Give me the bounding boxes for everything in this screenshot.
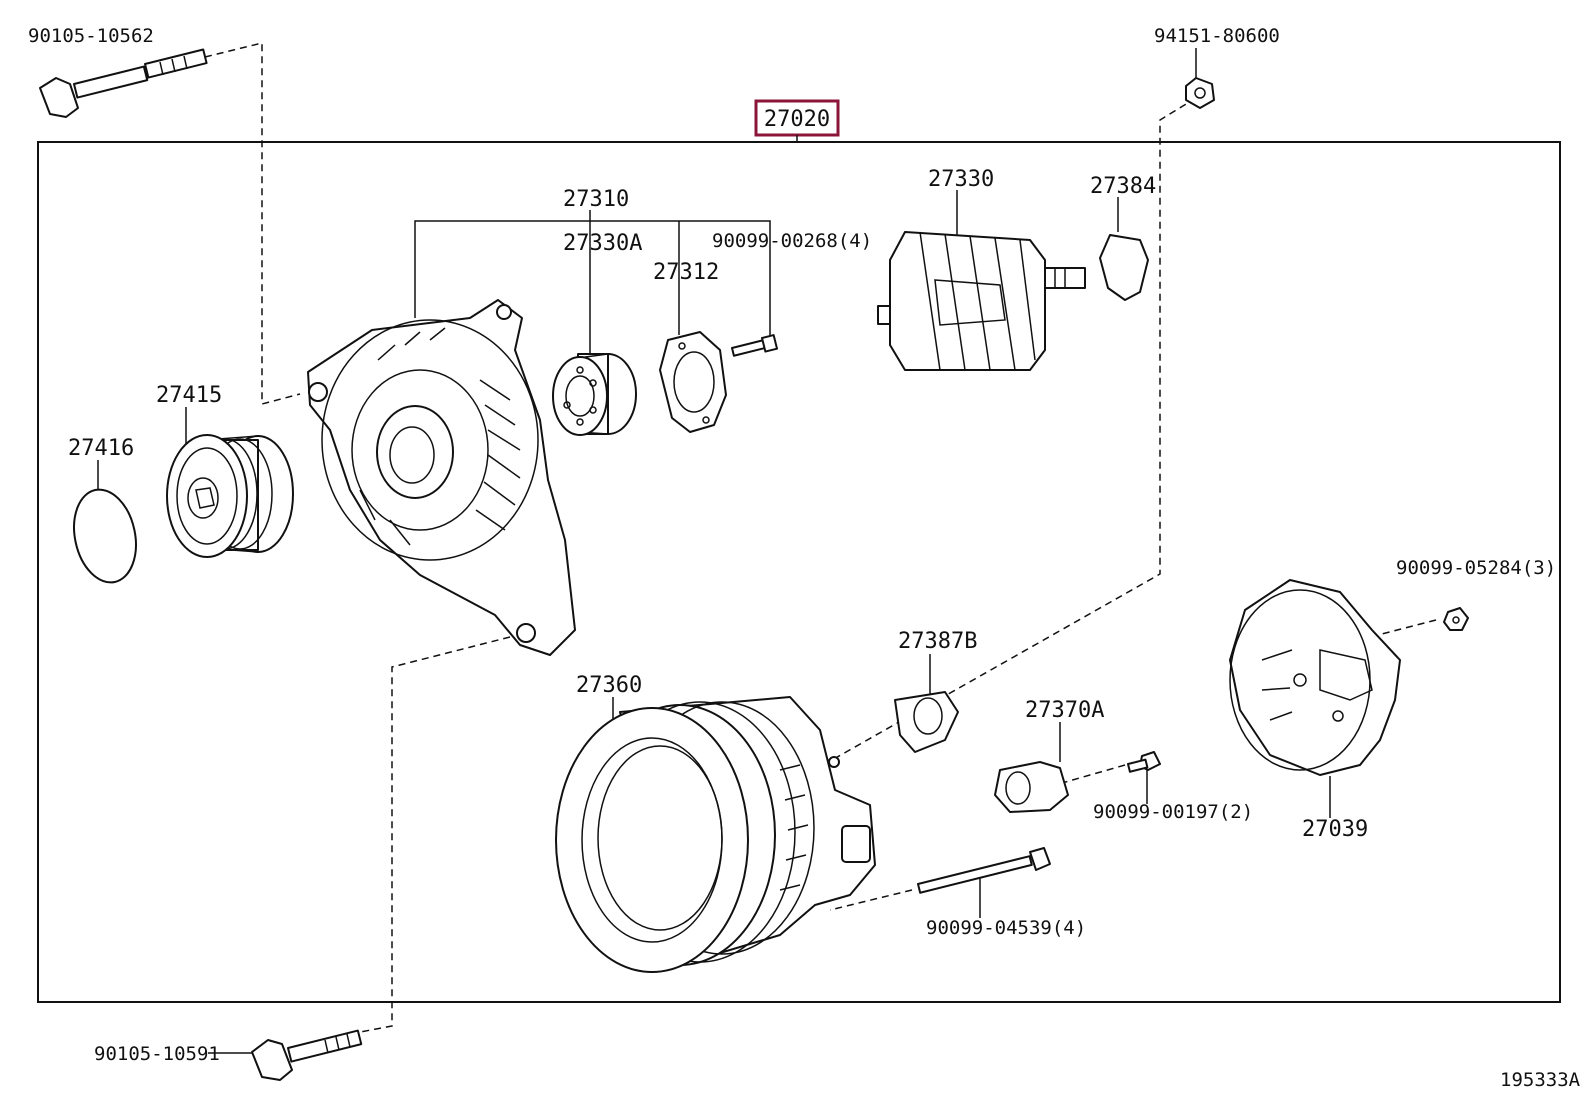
- label-rotor[interactable]: 27330: [928, 167, 994, 192]
- label-terminal[interactable]: 27370A: [1025, 698, 1104, 723]
- retainer-screw-drawing: [731, 334, 779, 357]
- label-bearing[interactable]: 27330A: [563, 231, 642, 256]
- bolt-top-left-drawing: [39, 48, 208, 118]
- cover-nut-drawing: [1443, 607, 1469, 631]
- label-pulley-cap[interactable]: 27416: [68, 436, 134, 461]
- label-retainer-screw[interactable]: 90099-00268(4): [712, 230, 872, 252]
- front-frame-drawing: [307, 299, 576, 656]
- label-insulator[interactable]: 27387B: [898, 629, 977, 654]
- assembly-number-label[interactable]: 27020: [764, 107, 830, 132]
- nut-top-right-drawing: [1185, 77, 1215, 109]
- retainer-plate-drawing: [659, 331, 727, 433]
- bearing-cover-drawing: [1099, 234, 1149, 301]
- label-stator-housing[interactable]: 27360: [576, 673, 642, 698]
- assembly-frame: [37, 141, 1561, 1003]
- label-nut-top-right[interactable]: 94151-80600: [1154, 25, 1280, 47]
- label-pulley[interactable]: 27415: [156, 383, 222, 408]
- assembly-callout[interactable]: 27020: [754, 99, 840, 142]
- label-bearing-cover[interactable]: 27384: [1090, 174, 1156, 199]
- label-through-bolt[interactable]: 90099-04539(4): [926, 917, 1086, 939]
- terminal-screw-drawing: [1127, 751, 1161, 773]
- label-cover-nut[interactable]: 90099-05284(3): [1396, 557, 1556, 579]
- rear-cover-drawing: [1229, 579, 1401, 776]
- label-frame-assembly[interactable]: 27310: [563, 187, 629, 212]
- label-bolt-top-left[interactable]: 90105-10562: [28, 25, 154, 47]
- rotor-drawing: [877, 231, 1086, 371]
- label-bolt-bottom-left[interactable]: 90105-10591: [94, 1043, 220, 1065]
- through-bolt-drawing: [917, 847, 1051, 894]
- terminal-drawing: [994, 761, 1069, 813]
- insulator-drawing: [894, 691, 959, 753]
- pulley-cap-drawing: [73, 488, 137, 584]
- bearing-drawing: [552, 353, 637, 436]
- label-terminal-screw[interactable]: 90099-00197(2): [1093, 801, 1253, 823]
- bolt-bottom-left-drawing: [251, 1029, 363, 1081]
- stator-housing-drawing: [555, 696, 876, 973]
- label-rear-cover[interactable]: 27039: [1302, 817, 1368, 842]
- pulley-drawing: [166, 434, 294, 558]
- label-retainer-plate[interactable]: 27312: [653, 260, 719, 285]
- diagram-id: 195333A: [1500, 1069, 1581, 1091]
